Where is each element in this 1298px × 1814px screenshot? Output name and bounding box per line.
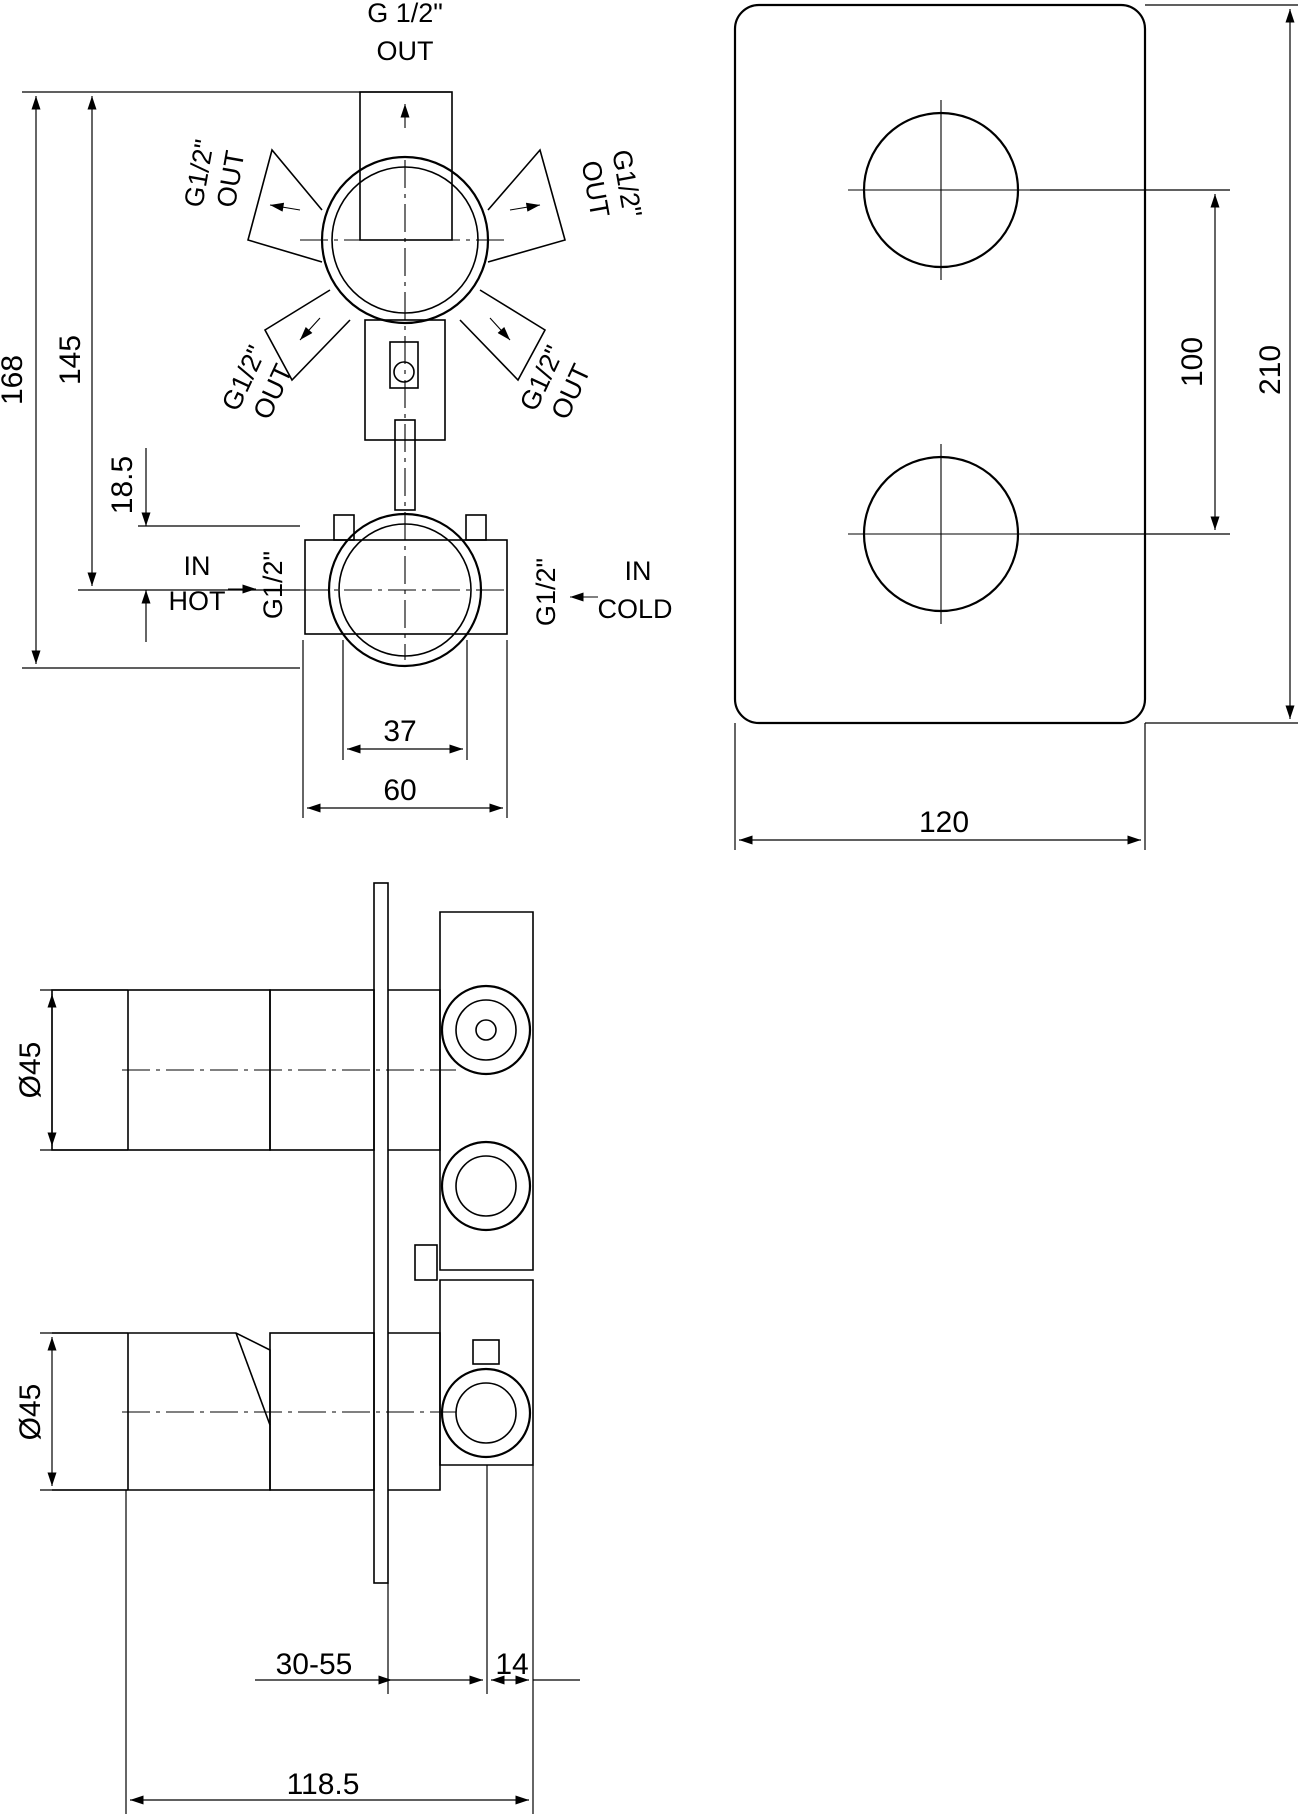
dim-upper-knob-diameter: Ø45 [14,1042,47,1099]
hot-inlet-hot: HOT [169,586,226,616]
front-view [228,91,598,668]
top-outlet-label: OUT [377,36,434,66]
cold-inlet-thread: G1/2" [531,558,561,626]
dim-wall-range: 30-55 [276,1648,353,1681]
dim-plate-offset: 14 [495,1648,528,1681]
cold-inlet-in: IN [625,556,652,586]
dim-plate-width: 120 [919,806,969,839]
dim-outlet-height: 145 [54,335,87,385]
dim-lower-knob-diameter: Ø45 [14,1384,47,1441]
front-view-labels: G 1/2" OUT G1/2" OUT G1/2" OUT G1/2" OUT… [0,0,673,807]
dim-inlet-offset: 18.5 [106,456,139,514]
side-view [51,882,534,1584]
plate-view-dimensions: 100 210 120 [734,4,1298,850]
dim-body-width: 60 [383,774,416,807]
side-view-dimensions: Ø45 Ø45 30-55 14 118.5 [14,989,580,1814]
hot-inlet-in: IN [184,551,211,581]
dim-total-depth: 118.5 [287,1768,360,1801]
dim-body-diameter: 37 [383,715,416,748]
hot-inlet-thread: G1/2" [258,551,288,619]
cold-inlet-cold: COLD [597,594,672,624]
plate-view [733,3,1147,725]
dim-plate-height: 210 [1254,345,1287,395]
dim-overall-height: 168 [0,355,29,405]
top-outlet-thread: G 1/2" [367,0,443,28]
dim-knob-spacing: 100 [1176,337,1209,387]
front-view-dimensions [22,91,508,818]
